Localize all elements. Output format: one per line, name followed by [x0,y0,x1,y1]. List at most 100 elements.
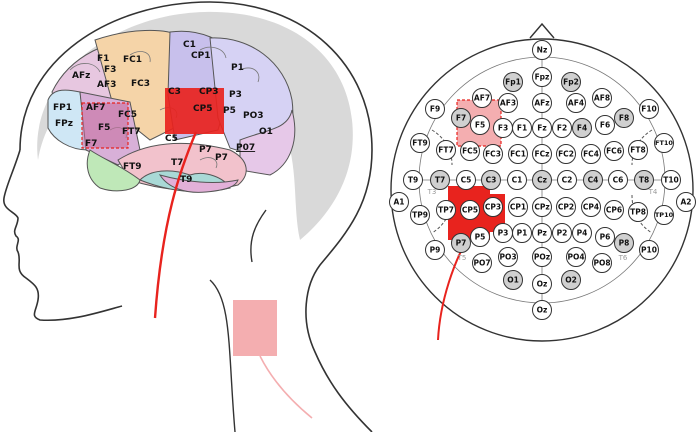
electrode-tp7: TP7 [436,200,456,220]
head-label-c1: C1 [183,40,196,50]
electrode-cp1-circle [508,197,528,217]
electrode-p2-label: P2 [557,229,568,238]
head-label-fpz: FPz [55,119,73,129]
electrode-f4: F4 [572,118,592,138]
electrode-cz: Cz [532,170,552,190]
electrode-fc6-circle [604,141,624,161]
brain-inferior-temporal-region [86,149,141,192]
electrode-fcz: FCz [532,144,552,164]
cerebellum-line [250,209,267,263]
electrode-t10-label: T10 [663,176,679,185]
electrode-cp3-circle [483,197,503,217]
electrode-po4-circle [566,247,586,267]
electrode-t9-label: T9 [408,176,418,185]
head-electrode-labels: F1 F3 FC1 FC3 C1 CP1 P1 C3 CP3 CP5 P3 P5… [53,40,273,185]
stim-lead-left [153,131,198,319]
electrode-po3-circle [498,247,518,267]
electrode-cp3: CP3 [483,197,503,217]
electrode-f3-label: F3 [498,124,508,133]
head-label-fc3: FC3 [131,79,150,89]
electrode-f10: F10 [639,99,659,119]
electrode-fc2: FC2 [556,144,576,164]
electrode-p8: P8 [614,233,634,253]
electrode-po8-circle [592,253,612,273]
electrode-cp6: CP6 [604,200,624,220]
electrode-f10-circle [639,99,659,119]
head-label-p7: P7 [199,145,212,155]
head-label-ft9: FT9 [123,162,142,172]
electrode-fc4-label: FC4 [583,150,599,159]
electrode-c2-circle [557,170,577,190]
electrode-fc5: FC5 [460,141,480,161]
electrode-o2: O2 [561,270,581,290]
electrode-o2-circle [561,270,581,290]
neck-outline [209,279,236,433]
electrode-fc1-circle [508,144,528,164]
face-profile [3,149,123,322]
electrode-afz-label: AFz [534,99,549,108]
electrode-t7-circle [430,170,450,190]
head-label-p1: P1 [231,63,244,73]
electrode-f1-label: F1 [517,124,527,133]
head-label-c5: C5 [165,134,178,144]
electrode-af3-label: AF3 [500,99,516,108]
electrode-p3-label: P3 [498,229,509,238]
electrode-fcz-circle [532,144,552,164]
electrode-p1-label: P1 [517,229,528,238]
electrode-tp9-label: TP9 [412,211,428,220]
electrode-c1: C1 [507,170,527,190]
electrode-cp5-label: CP5 [462,206,478,215]
electrode-fp2-circle [561,72,581,92]
electrode-cp1-label: CP1 [510,203,526,212]
head-label-afz: AFz [72,71,90,81]
head-label-t7: T7 [171,158,183,168]
electrode-f7-label: F7 [456,114,466,123]
electrode-f6-label: F6 [600,121,610,130]
electrode-c2-label: C2 [562,176,573,185]
electrode-f9: F9 [425,99,445,119]
electrode-p7: P7 [451,233,471,253]
electrode-t10-circle [661,170,681,190]
electrode-fc2-circle [556,144,576,164]
electrode-ft9: FT9 [410,133,430,153]
topo-label-t4: T4 [648,188,658,196]
electrode-a2: A2 [676,192,696,212]
neck-electrode-lead [259,355,313,419]
electrode-oz-label: Oz [537,280,548,289]
electrode-cpz: CPz [532,197,552,217]
electrode-p2-circle [552,223,572,243]
electrode-t8: T8 [634,170,654,190]
electrode-tp9: TP9 [410,205,430,225]
head-label-cp3: CP3 [199,87,218,97]
electrode-f7-circle [451,108,471,128]
electrode-af8-circle [592,88,612,108]
electrode-f7: F7 [451,108,471,128]
electrode-f6: F6 [595,115,615,135]
electrode-cp5: CP5 [460,200,480,220]
electrode-po3-label: PO3 [499,253,516,262]
electrode-fc4-circle [581,144,601,164]
electrode-p1: P1 [512,223,532,243]
electrode-poz-label: POz [534,253,550,262]
electrode-po7: PO7 [472,253,492,273]
head-label-po7: P07 [236,143,255,153]
brain-occipital-region [239,109,296,176]
electrode-iz-circle [532,300,552,320]
electrode-a2-label: A2 [680,198,691,207]
electrode-oz-circle [532,274,552,294]
electrode-f1-circle [512,118,532,138]
electrode-f6-circle [595,115,615,135]
electrode-f1: F1 [512,118,532,138]
head-label-fp1: FP1 [53,103,72,113]
electrode-tp9-circle [410,205,430,225]
electrode-t9-circle [403,170,423,190]
electrode-f5-circle [470,115,490,135]
electrode-fc6-label: FC6 [606,147,622,156]
electrode-t9: T9 [403,170,423,190]
electrode-fp1: Fp1 [503,72,523,92]
electrode-f2-circle [552,118,572,138]
head-label-p5: P5 [223,106,236,116]
electrode-po4-label: PO4 [567,253,584,262]
electrode-c4-label: C4 [588,176,599,185]
